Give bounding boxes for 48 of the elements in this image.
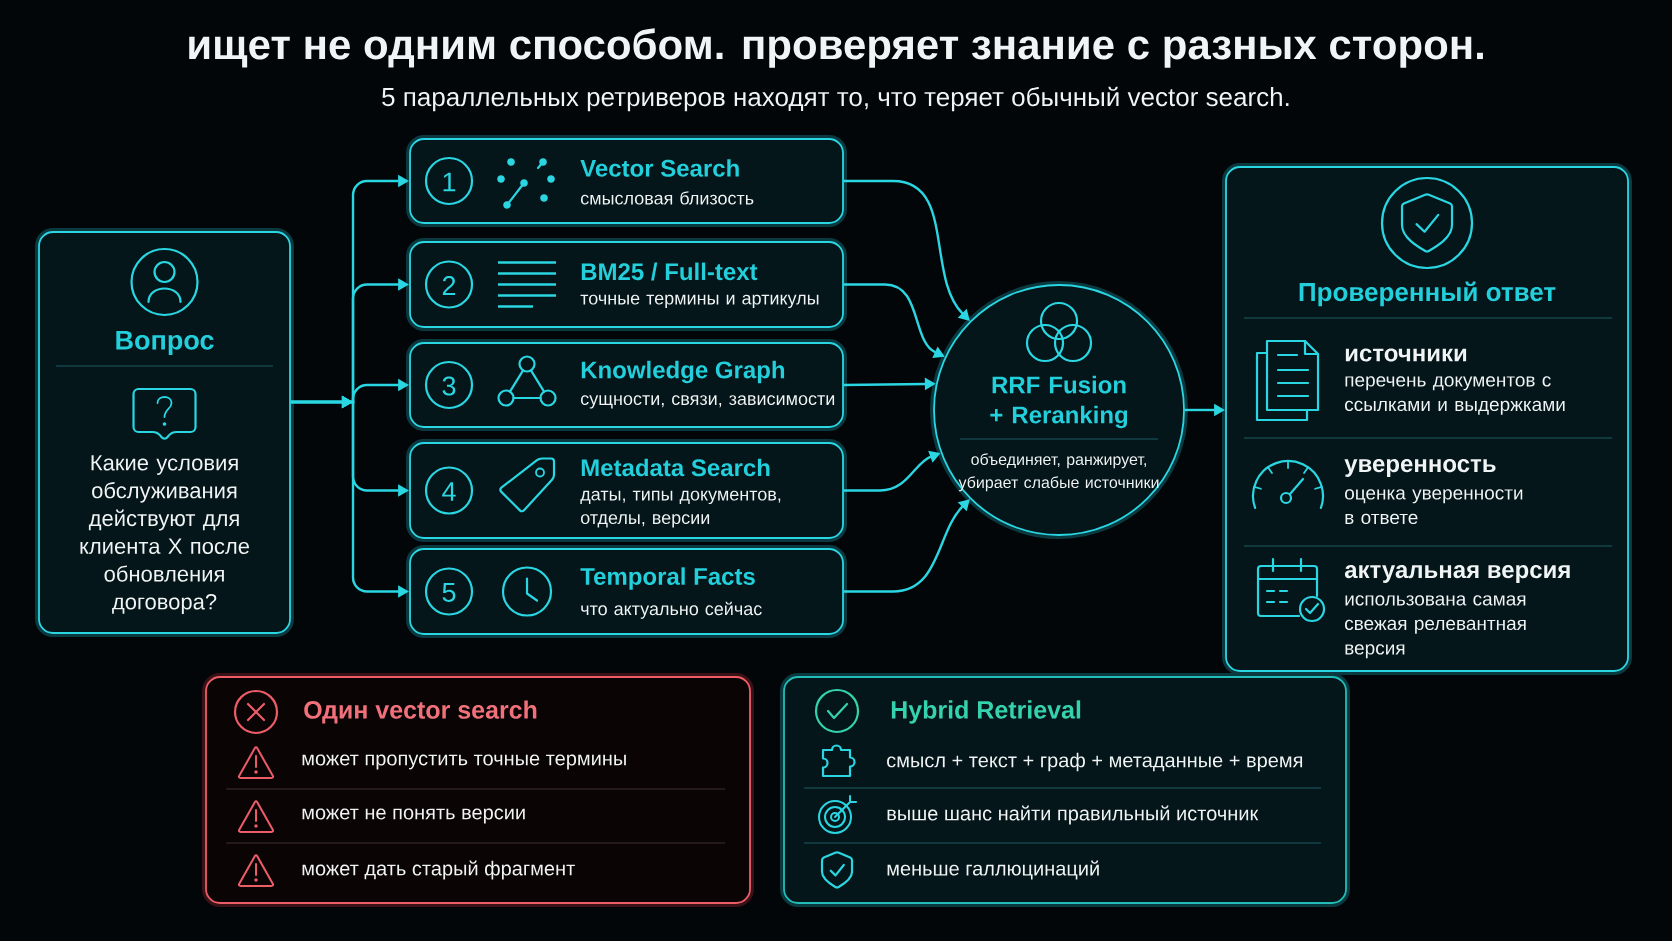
heading: Hybrid Retrieval [891,700,1081,724]
retriever-box [406,238,847,331]
retriever-title: Metadata Search [581,458,770,477]
benefit-panel [780,673,1350,907]
problem-panel [202,673,754,907]
answer-panel [1222,163,1632,675]
retriever-description: смысловая близость [581,191,754,205]
item-text: перечень документов с ссылками и выдержками [1345,376,1565,415]
retriever-description: сущности, связи, зависимости [581,395,835,409]
number-badge: 4 [424,466,474,515]
item-text: может пропустить точные термины [302,754,626,770]
number-badge: 1 [424,156,474,206]
title: ищет не одним способом. проверяет знание с разных сторон. [189,28,1483,68]
retriever-description: что актуально сейчас [581,601,762,619]
retriever-description: точные термины и артикулы [580,294,819,309]
question-box [35,228,294,637]
heading: Вопрос [116,330,214,356]
subtitle: 5 параллельных ретриверов находят то, что теряет обычный vector search. [382,86,1289,112]
question-text: Какие условия обслуживания действуют для клиента X после обновления договора? [80,455,249,614]
retriever-box [406,545,847,638]
retriever-title: Vector Search [580,159,739,177]
heading: Один vector search [304,700,537,724]
retriever-box [406,135,847,227]
arrow [843,179,970,321]
item-text: выше шанс найти правильный источник [887,805,1259,825]
retriever-title: Temporal Facts [580,567,755,590]
item-text: оценка уверенности в ответе [1345,489,1523,525]
retriever-box [406,439,847,542]
item-text: меньше галлюцинаций [887,860,1099,880]
item-heading: уверенность [1344,459,1496,477]
item-heading: актуальная версия [1344,565,1570,583]
item-text: смысл + текст + граф + метаданные + время [887,752,1303,772]
item-text: может не понять версии [302,808,525,824]
description: объединяет, ранжирует, убирает слабые источники [958,453,1159,492]
heading: Проверенный ответ [1299,281,1556,307]
number-badge: 3 [424,360,474,410]
number-badge: 5 [424,567,474,616]
item-text: может дать старый фрагмент [302,860,575,880]
retriever-description: даты, типы документов, отделы, версии [580,490,781,528]
retriever-title: BM25 / Full-text [581,262,758,281]
fusion-circle [930,281,1188,539]
retriever-box [406,339,847,431]
heading: RRF Fusion + Reranking [990,375,1128,429]
item-text: использована самая свежая релевантная версия [1345,595,1526,659]
retriever-title: Knowledge Graph [581,360,785,384]
item-heading: источники [1345,348,1467,362]
number-badge: 2 [424,260,474,309]
arrow [843,499,970,593]
